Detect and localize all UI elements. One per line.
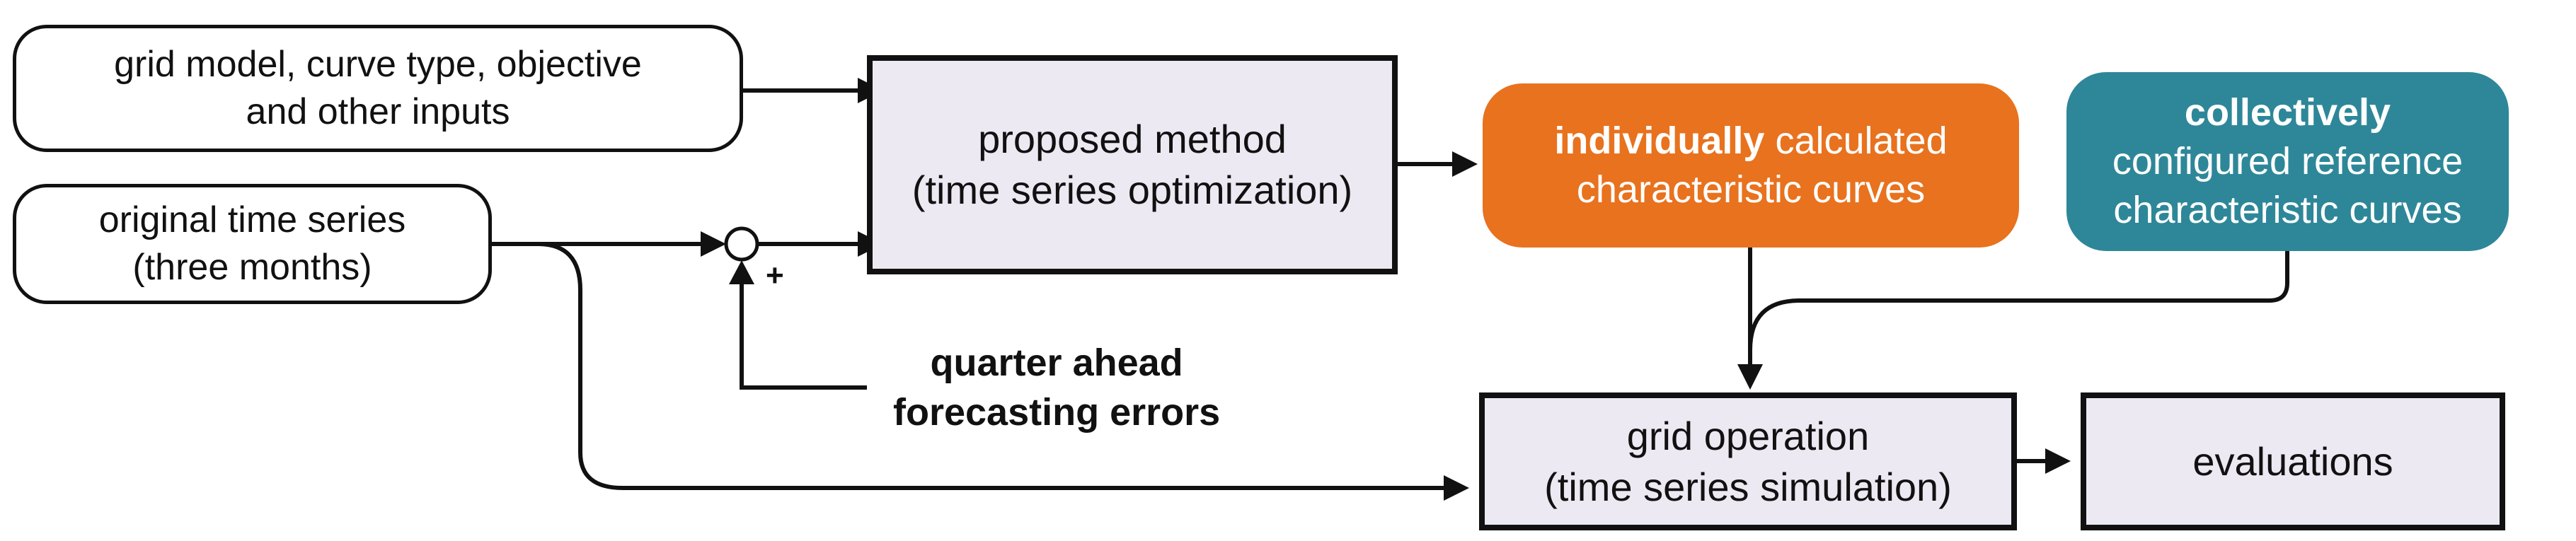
method-line-2: (time series optimization)	[912, 168, 1353, 212]
arrow-forecast-to-sum	[740, 284, 867, 390]
time-series-node: original time series (three months)	[13, 184, 492, 304]
operation-line-2: (time series simulation)	[1544, 464, 1952, 509]
forecast-line-1: quarter ahead	[930, 342, 1183, 384]
method-line-1: proposed method	[978, 117, 1287, 162]
time-series-line-2: (three months)	[132, 247, 372, 288]
inputs-line-1: grid model, curve type, objective	[114, 44, 642, 86]
grid-operation-node: grid operation (time series simulation)	[1479, 392, 2017, 530]
collective-line-1: collectively	[2184, 91, 2391, 134]
evaluations-label: evaluations	[2192, 438, 2393, 484]
individual-line-2: characteristic curves	[1576, 168, 1926, 211]
forecast-errors-label: quarter ahead forecasting errors	[893, 338, 1220, 437]
evaluations-node: evaluations	[2081, 392, 2505, 530]
arrowhead-icon	[1452, 151, 1478, 177]
collective-line-2: configured reference	[2112, 139, 2463, 182]
collective-curves-node: collectively configured reference charac…	[2066, 72, 2509, 251]
forecast-line-2: forecasting errors	[893, 391, 1221, 434]
arrowhead-icon	[2045, 448, 2071, 474]
arrowhead-icon	[729, 260, 754, 284]
individual-bold-word: individually	[1554, 119, 1765, 162]
sum-plus-sign: +	[766, 258, 784, 293]
summing-junction-icon	[724, 226, 759, 262]
inputs-node: grid model, curve type, objective and ot…	[13, 25, 743, 152]
arrowhead-icon	[1737, 364, 1763, 390]
operation-line-1: grid operation	[1626, 413, 1870, 458]
individual-curves-node: individually calculated characteristic c…	[1483, 83, 2019, 248]
arrow-series-to-operation	[537, 242, 1444, 490]
time-series-line-1: original time series	[98, 199, 406, 241]
proposed-method-node: proposed method (time series optimizatio…	[867, 55, 1398, 274]
individual-line-1-rest: calculated	[1764, 119, 1948, 162]
inputs-line-2: and other inputs	[246, 91, 510, 132]
arrowhead-icon	[701, 231, 726, 257]
collective-line-3: characteristic curves	[2113, 189, 2462, 232]
arrowhead-icon	[1444, 475, 1469, 501]
individual-line-1: individually calculated	[1554, 117, 1947, 165]
arrow-collective-to-operation	[1748, 251, 2289, 351]
